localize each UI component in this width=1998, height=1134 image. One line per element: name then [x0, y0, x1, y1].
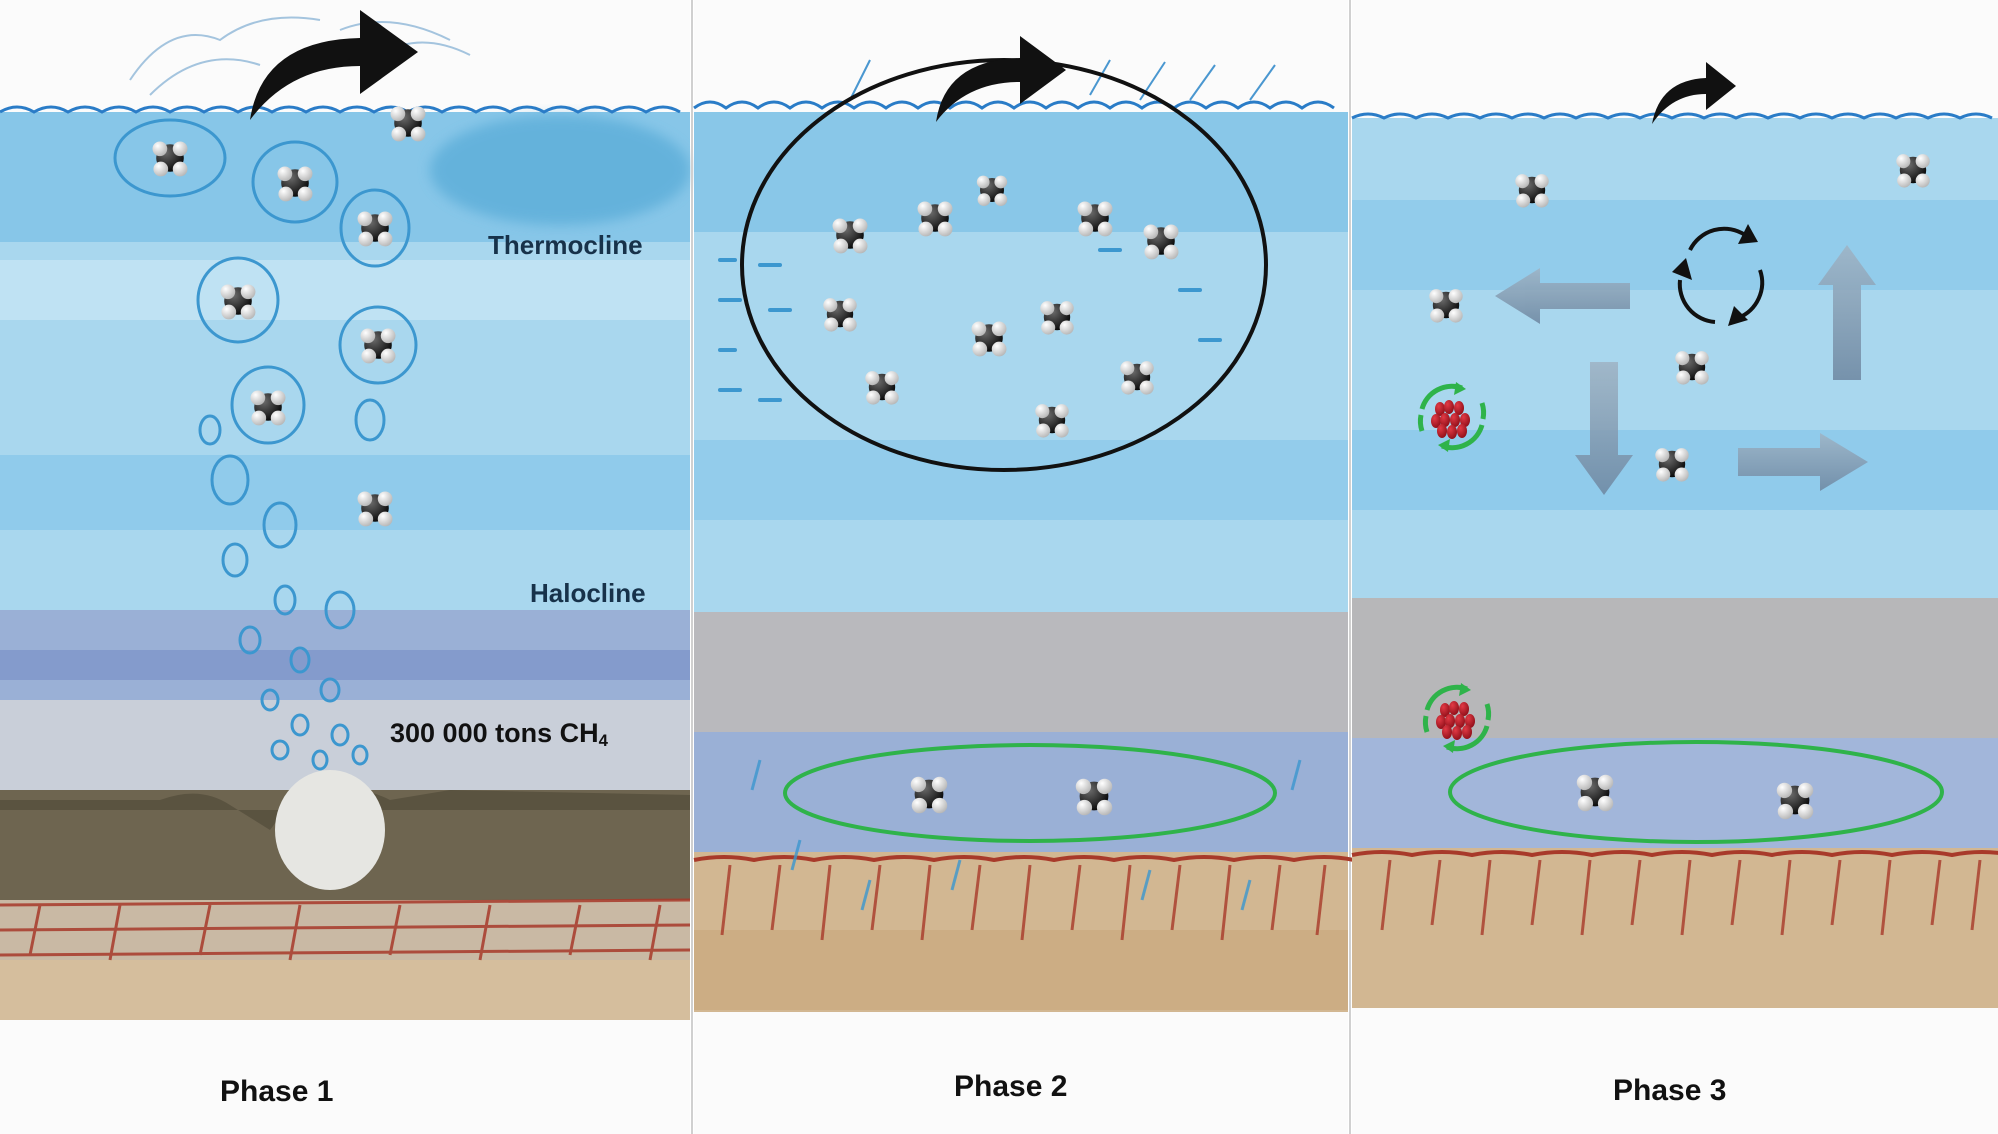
methane-molecule-icon [823, 298, 857, 332]
methane-molecule-icon [152, 141, 188, 177]
methane-molecule-icon [1143, 224, 1179, 260]
sediment-methane-ring [1448, 740, 1944, 844]
curved-arrow-icon [936, 36, 1066, 122]
panel-phase-1 [0, 0, 691, 1134]
methane-molecule-icon [1896, 154, 1930, 188]
sea-surface [1351, 112, 1993, 120]
methane-molecule-icon [1675, 351, 1709, 385]
bubble-plume [198, 398, 386, 771]
phase-3-label: Phase 3 [1613, 1074, 1727, 1107]
methane-molecule-icon [1655, 448, 1689, 482]
sea-surface [693, 100, 1335, 110]
methane-molecule-icon [832, 218, 868, 254]
methane-molecule-icon [1120, 361, 1154, 395]
sand-layer [1352, 848, 1998, 1008]
gray-layer [694, 612, 1348, 732]
methane-molecule-icon [357, 491, 393, 527]
methane-molecule-icon [360, 328, 396, 364]
curved-arrow-icon [1652, 62, 1736, 124]
methane-molecule-icon [917, 201, 953, 237]
methane-molecule-icon [1040, 301, 1074, 335]
sediment-methane-ring [783, 743, 1277, 843]
halocline-layer [694, 732, 1348, 852]
methane-molecule-icon [1429, 289, 1463, 323]
recycle-arrows-icon [1677, 226, 1765, 324]
methane-molecule-icon [865, 371, 899, 405]
methane-amount-subscript: 4 [598, 731, 608, 751]
panel-phase-2 [693, 0, 1355, 1134]
methane-molecule-icon [390, 106, 426, 142]
methane-molecule-icon [976, 175, 1008, 206]
methane-molecule-icon [1075, 778, 1113, 816]
methane-molecule-icon [1776, 782, 1814, 820]
methane-molecule-icon [1576, 774, 1614, 812]
methane-amount-main: 300 000 tons CH [390, 718, 599, 748]
circulation-arrows [1495, 245, 1876, 495]
water-column [1352, 118, 1998, 598]
methane-molecule-icon [1035, 404, 1069, 438]
methane-molecule-icon [971, 321, 1007, 357]
methane-molecule-icon [1077, 201, 1113, 237]
curved-arrow-icon [250, 10, 418, 120]
phase-2-label: Phase 2 [954, 1070, 1068, 1103]
methane-molecule-icon [1515, 174, 1549, 208]
methane-molecule-icon [220, 284, 256, 320]
panel-phase-3 [1351, 0, 1998, 1134]
halocline-label: Halocline [530, 578, 646, 608]
methane-molecule-icon [277, 166, 313, 202]
thermocline-label: Thermocline [488, 230, 643, 260]
sea-surface [0, 105, 681, 114]
phase-1-label: Phase 1 [220, 1075, 334, 1108]
methane-amount-label: 300 000 tons CH4 [390, 718, 608, 751]
methane-molecule-icon [250, 390, 286, 426]
methane-molecule-icon [910, 776, 948, 814]
methane-molecule-icon [357, 211, 393, 247]
halocline-layer [1352, 738, 1998, 848]
